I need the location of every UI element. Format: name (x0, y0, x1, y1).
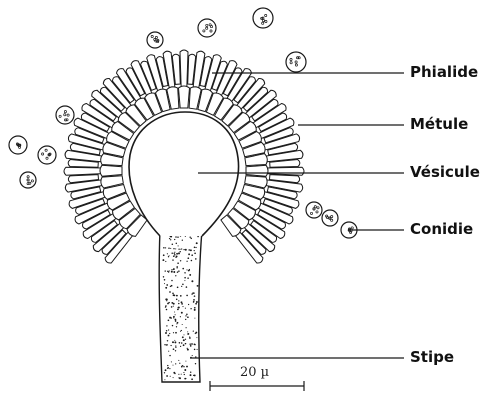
metule-cell (246, 165, 268, 176)
conidium (198, 19, 216, 37)
conidium (38, 146, 56, 164)
conidium (56, 106, 74, 124)
label-conidie: Conidie (410, 220, 473, 238)
metule-cell (179, 86, 190, 108)
label-metule: Métule (410, 115, 468, 133)
conidium (20, 172, 36, 188)
scale-bar-label: 20 µ (240, 365, 269, 380)
scale-bar (210, 381, 304, 391)
label-stipe: Stipe (410, 348, 454, 366)
conidium (286, 52, 306, 72)
conidium (322, 210, 338, 226)
stipe-drawing (159, 230, 202, 382)
label-phialide: Phialide (410, 63, 478, 81)
phialide-cell (180, 50, 188, 88)
phialide-cell (266, 167, 304, 175)
metule-cell (100, 165, 122, 176)
phialide-cell (64, 167, 102, 175)
label-vesicule: Vésicule (410, 163, 480, 181)
vesicle-outline (129, 112, 239, 236)
